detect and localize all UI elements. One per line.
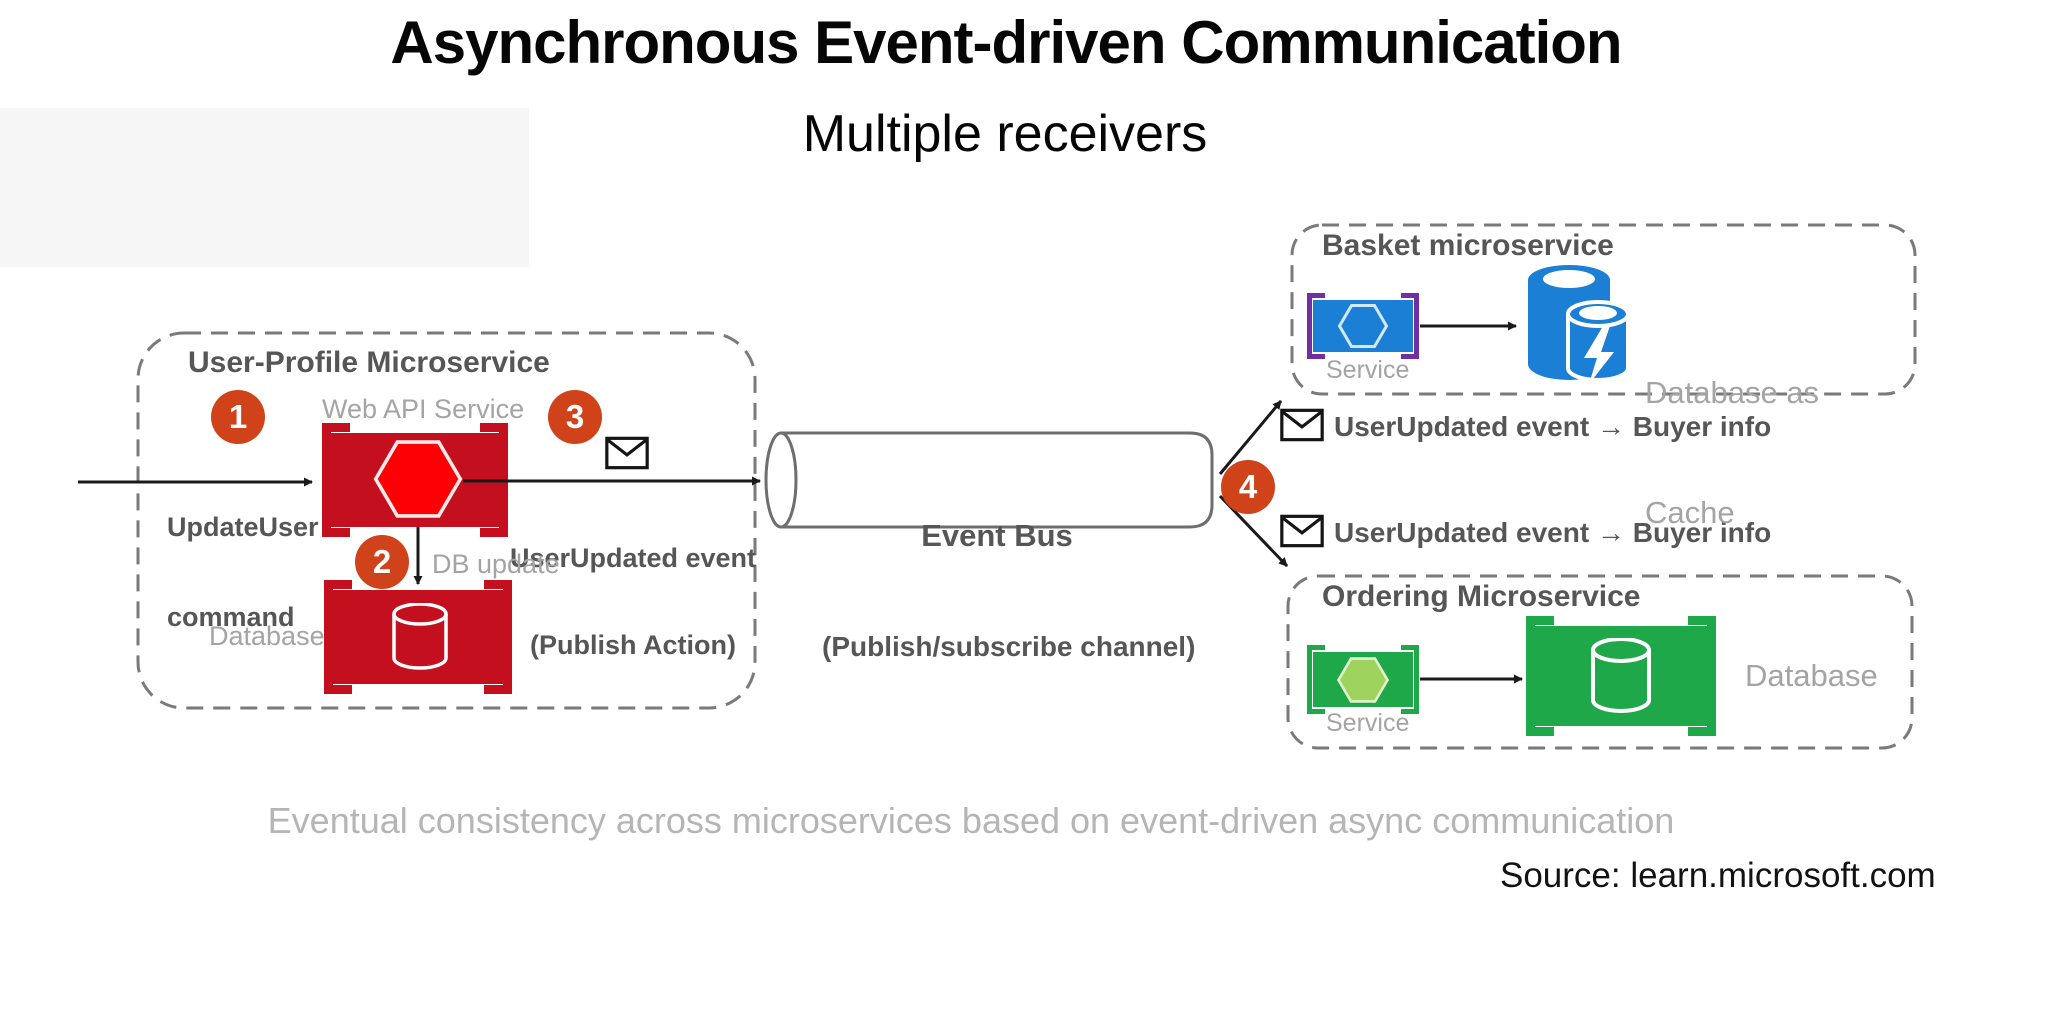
page-subtitle: Multiple receivers	[802, 105, 1208, 163]
ordering-dashed-box	[1286, 574, 1914, 750]
lightning-bolt-icon	[1584, 326, 1614, 384]
basket-service-box	[1307, 293, 1419, 359]
basket-database-label: Database as Cache	[1645, 293, 1819, 613]
ordering-service-box	[1307, 645, 1419, 714]
publish-line1: UserUpdated event	[509, 543, 757, 573]
envelope-icon	[1280, 514, 1324, 548]
step-badge-2: 2	[355, 535, 409, 589]
bracket-right	[1688, 616, 1716, 736]
ordering-service-label: Service	[1326, 709, 1410, 737]
event-bus-cylinder-body	[781, 431, 1214, 529]
bracket-left	[1307, 645, 1325, 714]
event-bus-cylinder-cap	[764, 431, 798, 529]
basket-dashed-box	[1290, 223, 1917, 396]
envelope-icon	[605, 436, 649, 470]
userprofile-database-label: Database	[209, 621, 325, 651]
userprofile-dashed-box	[136, 331, 757, 710]
page-title: Asynchronous Event-driven Communication	[390, 9, 1622, 76]
basket-service-label: Service	[1326, 356, 1410, 384]
basket-db-line2: Cache	[1645, 495, 1735, 530]
bracket-left	[1307, 293, 1325, 359]
publish-line2: (Publish Action)	[530, 630, 736, 660]
userprofile-title: User-Profile Microservice	[188, 346, 550, 379]
bracket-left	[322, 423, 350, 537]
message-to-basket-label: UserUpdated event → Buyer info	[1334, 411, 1772, 442]
updateuser-line1: UpdateUser	[167, 512, 319, 542]
arrow-bus-to-basket	[1218, 400, 1283, 475]
basket-db-line1: Database as	[1645, 375, 1820, 410]
ordering-database-box	[1526, 616, 1716, 736]
background-artifact-rect	[0, 108, 529, 267]
step-badge-1: 1	[211, 390, 265, 444]
message-to-ordering-label: UserUpdated event → Buyer info	[1334, 517, 1772, 548]
event-bus-line1: Event Bus	[921, 518, 1073, 553]
source-credit: Source: learn.microsoft.com	[1500, 856, 1936, 895]
bracket-right	[484, 580, 512, 694]
bracket-left	[324, 580, 352, 694]
service-hexagon-icon	[1337, 304, 1389, 348]
step-badge-4: 4	[1221, 460, 1275, 514]
bracket-left	[1526, 616, 1554, 736]
bracket-right	[1401, 293, 1419, 359]
service-hexagon-icon	[1336, 657, 1390, 703]
envelope-icon	[1280, 408, 1324, 442]
cache-database-cylinders-icon	[1528, 265, 1630, 384]
basket-title: Basket microservice	[1322, 229, 1614, 262]
event-bus-line2: (Publish/subscribe channel)	[822, 631, 1196, 662]
event-bus-label: Event Bus (Publish/subscribe channel)	[822, 443, 1196, 739]
db-update-label: DB update	[432, 549, 560, 579]
service-hexagon-icon	[373, 440, 463, 518]
bracket-right	[1401, 645, 1419, 714]
step-badge-3: 3	[548, 390, 602, 444]
userprofile-database-box	[324, 580, 512, 694]
updateuser-command-label: UpdateUser command	[167, 452, 319, 692]
updateuser-line2: command	[167, 602, 295, 632]
publish-action-label: UserUpdated event (Publish Action)	[507, 486, 759, 718]
web-api-service-label: Web API Service	[322, 394, 525, 424]
database-cylinder-icon	[1591, 638, 1651, 713]
ordering-title: Ordering Microservice	[1322, 580, 1641, 613]
database-cylinder-icon	[392, 603, 448, 670]
ordering-database-label: Database	[1745, 658, 1878, 693]
diagram-caption: Eventual consistency across microservice…	[267, 800, 1675, 841]
